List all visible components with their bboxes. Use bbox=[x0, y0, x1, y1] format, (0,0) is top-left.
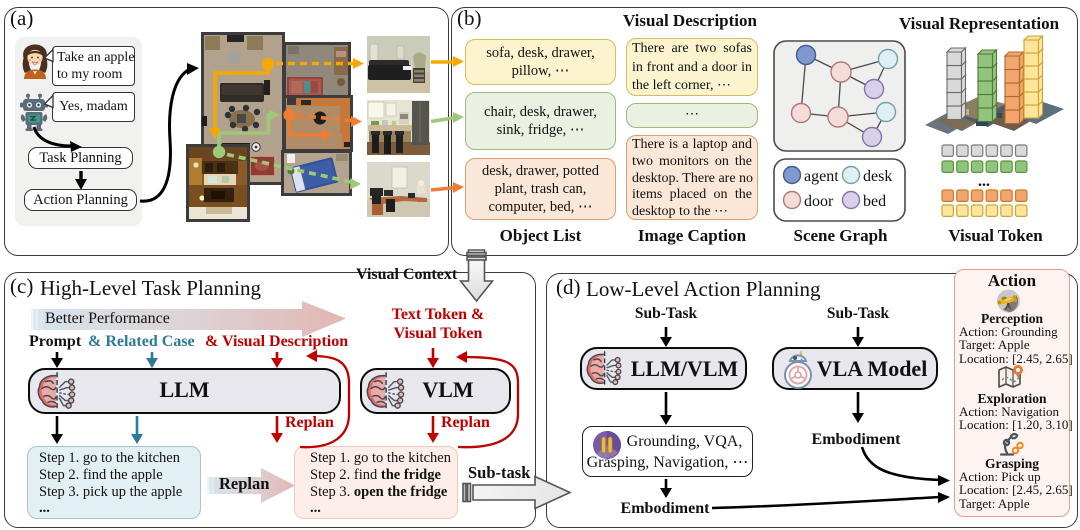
svg-text:bed: bed bbox=[863, 193, 886, 210]
svg-text:desk: desk bbox=[863, 168, 892, 185]
svg-text:door: door bbox=[804, 193, 834, 210]
svg-text:...: ... bbox=[978, 173, 990, 190]
svg-text:agent: agent bbox=[804, 168, 839, 185]
